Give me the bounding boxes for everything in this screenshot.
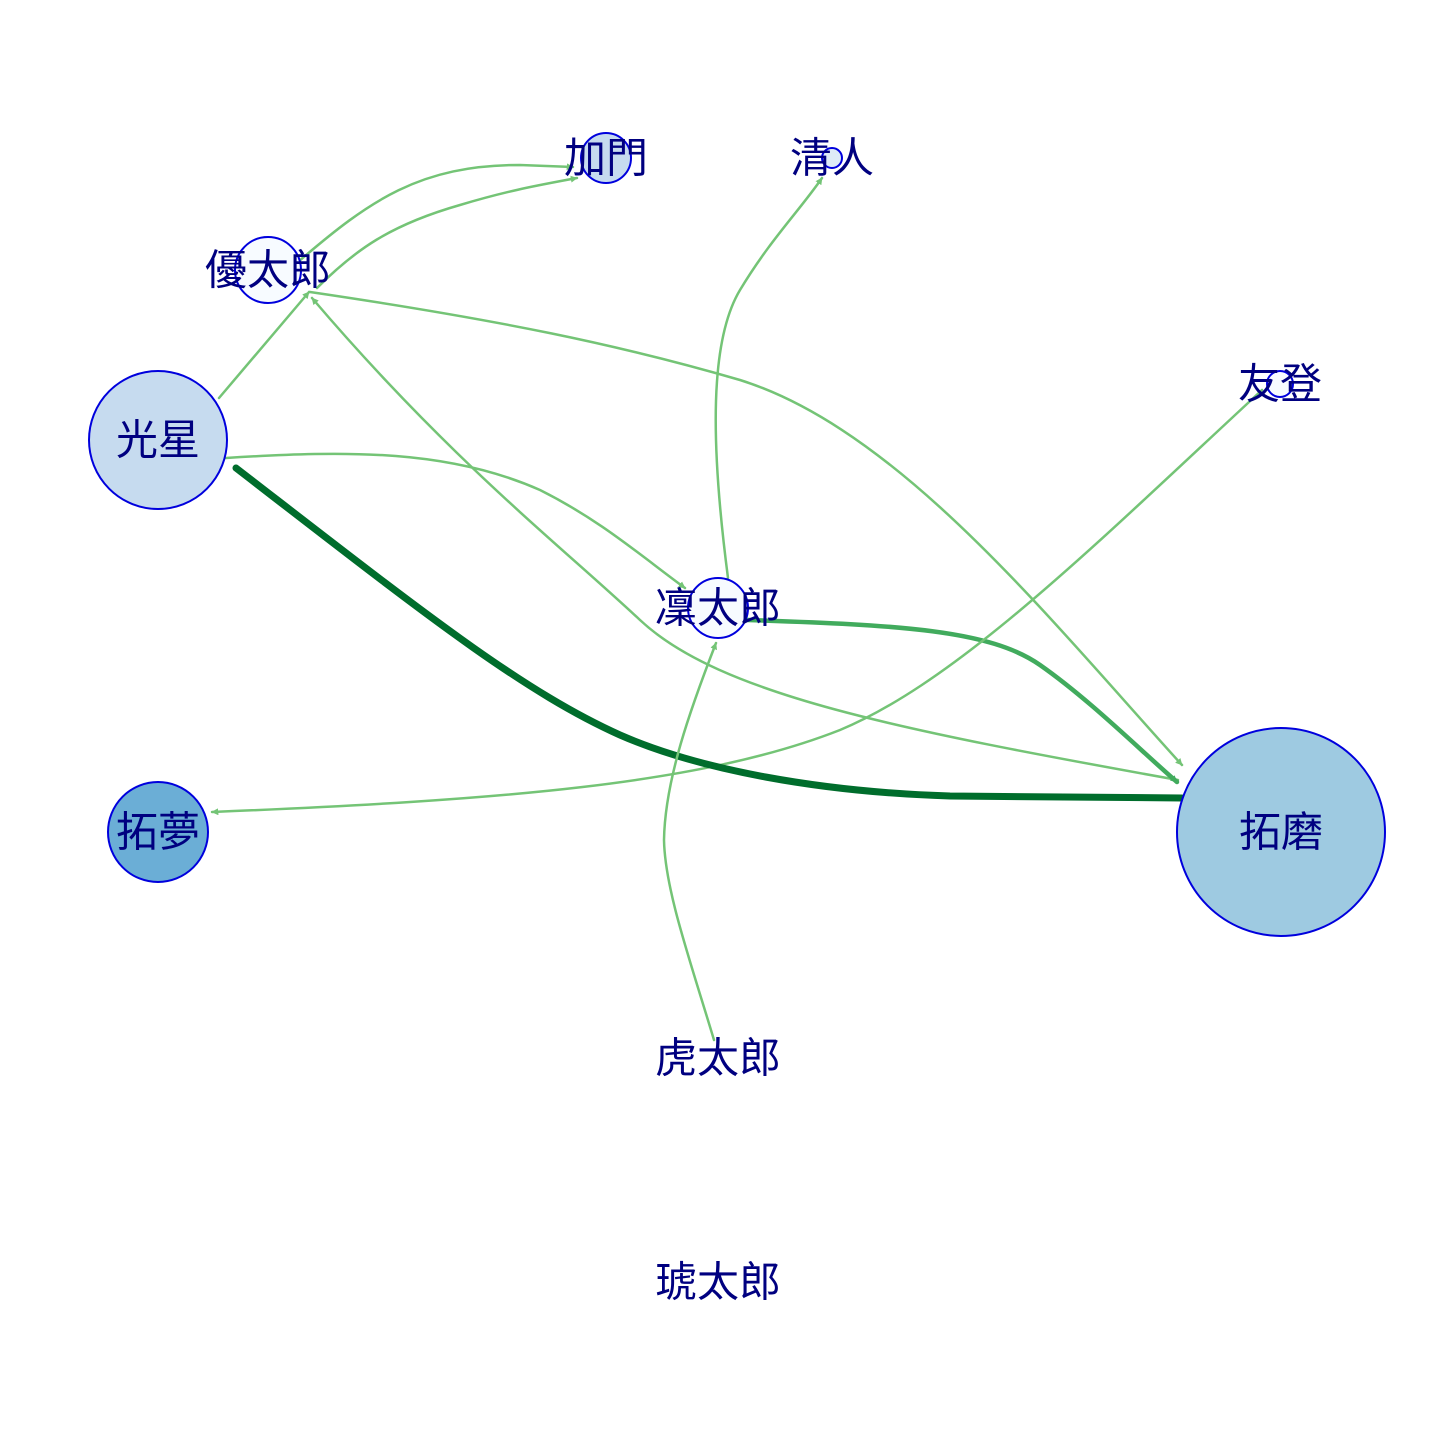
edges [210,163,1264,1042]
node-circle-kosei [88,370,228,510]
node-kiyoto[interactable]: 清人 [790,134,874,183]
edge-yutaro-to-kamon-lower [315,175,579,290]
node-tomo[interactable]: 友登 [1238,360,1322,409]
edge-takuma-to-kosei [232,464,1186,802]
node-takumu[interactable]: 拓夢 [107,781,209,883]
edge-rintaro-to-kiyoto [714,176,824,580]
edge-rintaro-to-takuma [745,617,1180,785]
edge-yutaro-to-takuma [308,290,1184,767]
node-kosei[interactable]: 光星 [88,370,228,510]
node-label-kosei: 光星 [116,416,200,465]
node-label-yutaro: 優太郎 [205,246,331,295]
node-label-kotaro2: 琥太郎 [655,1258,781,1307]
node-takuma[interactable]: 拓磨 [1176,727,1386,937]
node-circle-kiyoto [821,147,843,169]
node-label-takumu: 拓夢 [116,808,200,857]
node-kamon[interactable]: 加門 [564,132,648,184]
nodes: 優太郎 加門 清人 友登 光星 凜太郎 [88,132,1386,1307]
node-label-kiyoto: 清人 [790,134,874,183]
node-label-rintaro: 凜太郎 [655,584,781,633]
edge-tomo-to-takumu [210,388,1264,816]
node-label-tomo: 友登 [1238,360,1322,409]
node-kotaro[interactable]: 虎太郎 [655,1034,781,1083]
node-circle-rintaro [687,577,749,639]
node-circle-tomo [1266,370,1294,398]
node-label-kotaro: 虎太郎 [655,1034,781,1083]
node-circle-yutaro [234,236,302,304]
node-circle-takuma [1176,727,1386,937]
node-rintaro[interactable]: 凜太郎 [655,577,781,639]
node-circle-takumu [107,781,209,883]
node-yutaro[interactable]: 優太郎 [205,236,331,304]
node-kotaro2[interactable]: 琥太郎 [655,1258,781,1307]
node-label-kamon: 加門 [564,134,648,183]
edge-yutaro-to-kamon-upper [296,163,575,264]
node-label-takuma: 拓磨 [1239,808,1323,857]
node-circle-kamon [580,132,632,184]
edge-takuma-to-yutaro [310,296,1180,782]
edge-kotaro-to-rintaro [662,641,718,1042]
edge-kosei-to-yutaro [217,290,311,400]
edge-kosei-to-rintaro [224,452,687,590]
